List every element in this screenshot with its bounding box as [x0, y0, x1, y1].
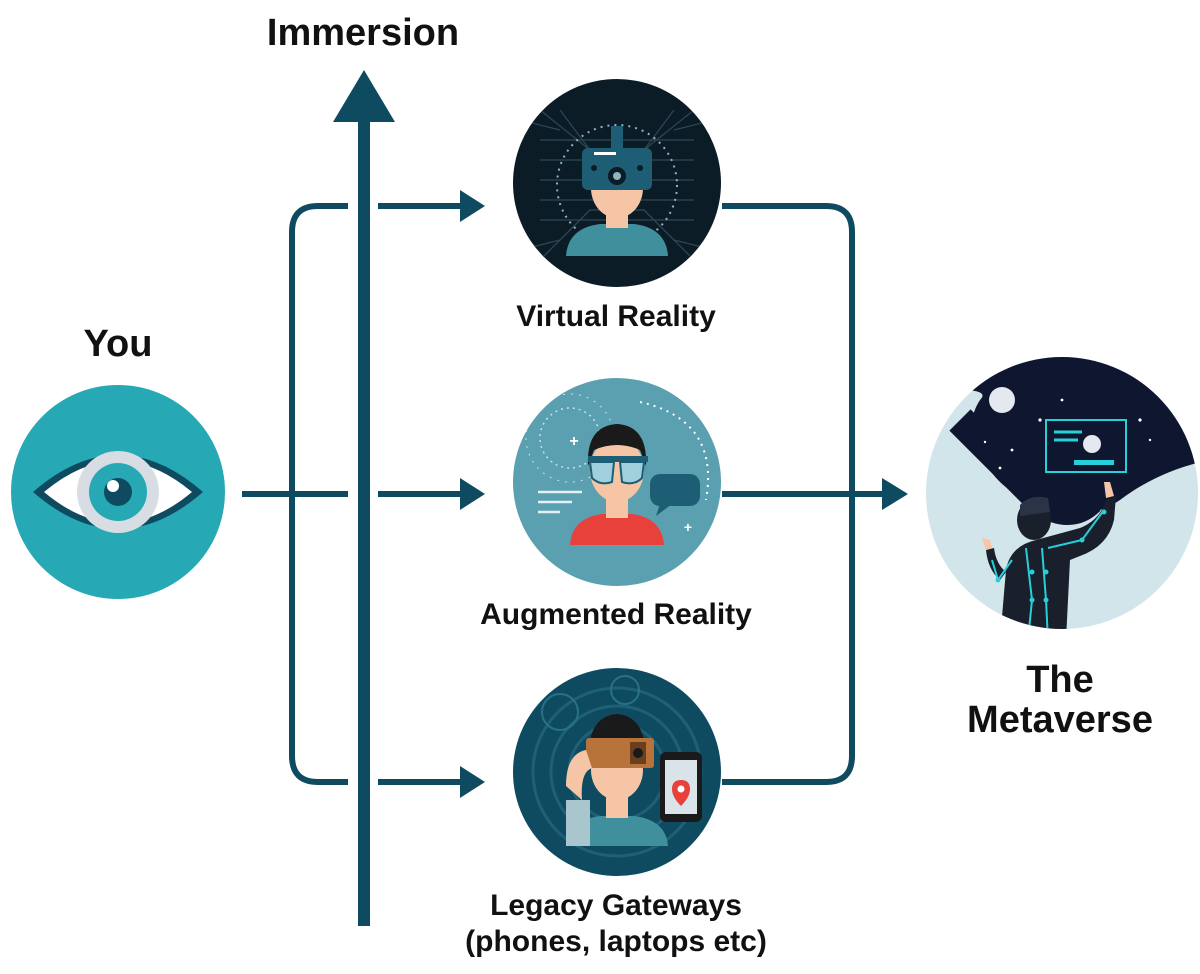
map-pin-icon: [672, 780, 690, 806]
metaverse-arrowhead: [882, 478, 908, 510]
ar-illustration: + +: [513, 378, 721, 586]
moon-icon: [989, 387, 1015, 413]
legacy-illustration: [513, 668, 721, 876]
immersion-axis-shaft: [358, 116, 370, 926]
vr-arrowhead: [460, 190, 485, 222]
connector-lines: [242, 203, 884, 785]
virtual-reality-label: Virtual Reality: [516, 300, 716, 333]
metaverse-label-line2: Metaverse: [967, 699, 1153, 741]
arrow-heads: [460, 190, 908, 798]
augmented-reality-label: Augmented Reality: [480, 598, 752, 631]
metaverse-label-line1: The: [1026, 659, 1094, 701]
eye-icon: [11, 385, 225, 599]
legacy-arrowhead: [460, 766, 485, 798]
chat-bubble-icon: [650, 474, 700, 516]
immersion-axis: [333, 70, 395, 926]
immersion-axis-arrowhead: [333, 70, 395, 122]
svg-text:+: +: [569, 433, 578, 450]
vr-illustration: [513, 79, 721, 287]
metaverse-label: The Metaverse: [930, 660, 1190, 740]
vr-headset-icon: [582, 126, 652, 190]
ar-arrowhead: [460, 478, 485, 510]
legacy-gateways-title: Legacy Gateways: [490, 889, 742, 922]
ar-glasses-icon: [588, 456, 648, 485]
hologram-screen-icon: [1045, 419, 1127, 473]
metaverse-illustration: [926, 357, 1198, 629]
immersion-axis-label: Immersion: [266, 12, 460, 54]
legacy-gateways-subtitle: (phones, laptops etc): [465, 925, 767, 958]
legacy-gateways-label: Legacy Gateways (phones, laptops etc): [416, 888, 816, 960]
phone-icon: [660, 752, 702, 822]
svg-text:+: +: [684, 519, 692, 535]
you-label: You: [83, 323, 153, 365]
